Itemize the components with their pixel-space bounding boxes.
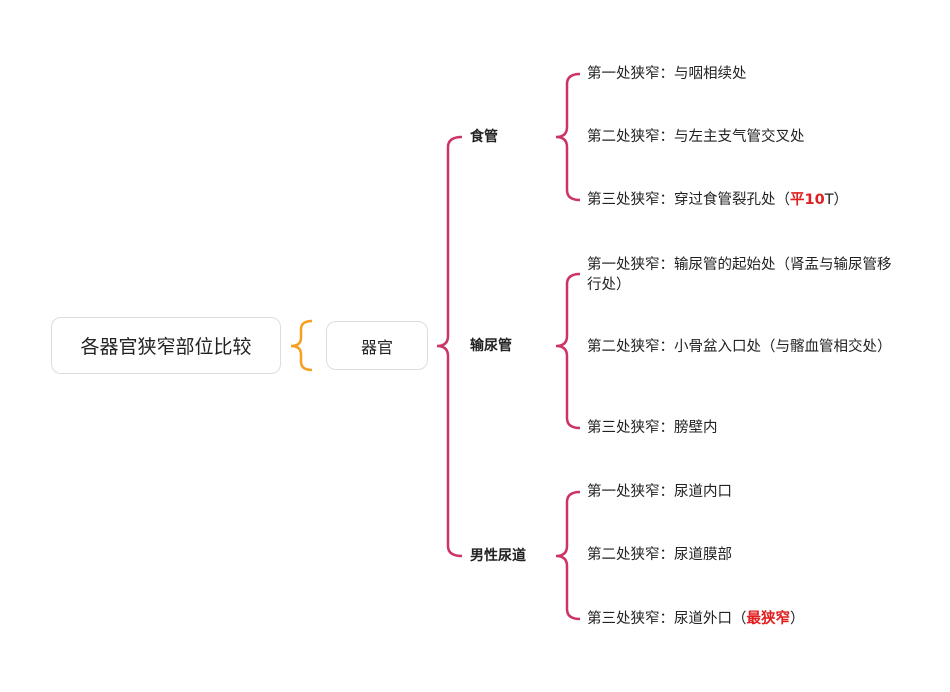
leaf-urethra-2[interactable]: 第二处狭窄：尿道膜部 <box>587 545 897 565</box>
branch-esophagus[interactable]: 食管 <box>470 129 498 145</box>
leaf-urethra-1[interactable]: 第一处狭窄：尿道内口 <box>587 482 897 502</box>
organ-label: 器官 <box>360 337 393 357</box>
leaf-ureter-1[interactable]: 第一处狭窄：输尿管的起始处（肾盂与输尿管移行处） <box>587 255 892 295</box>
leaf-text: 第三处狭窄：尿道外口（ <box>587 611 747 627</box>
leaf-esophagus-1[interactable]: 第一处狭窄：与咽相续处 <box>587 64 897 84</box>
leaf-text: 第一处狭窄：与咽相续处 <box>587 66 747 82</box>
leaf-esophagus-3[interactable]: 第三处狭窄：穿过食管裂孔处（平10T） <box>587 190 897 210</box>
leaf-suffix: T） <box>824 192 849 208</box>
root-node[interactable]: 各器官狭窄部位比较 <box>51 317 281 374</box>
leaf-text: 第二处狭窄：与左主支气管交叉处 <box>587 129 805 145</box>
urethra-brace <box>555 490 581 621</box>
leaf-text: 第一处狭窄：输尿管的起始处（肾盂与输尿管移行处） <box>587 257 892 293</box>
leaf-esophagus-2[interactable]: 第二处狭窄：与左主支气管交叉处 <box>587 127 897 147</box>
leaf-text: 第三处狭窄：穿过食管裂孔处（ <box>587 192 790 208</box>
leaf-urethra-3[interactable]: 第三处狭窄：尿道外口（最狭窄） <box>587 609 897 629</box>
ureter-brace <box>555 272 581 430</box>
leaf-text: 第二处狭窄：小骨盆入口处（与髂血管相交处） <box>587 339 892 355</box>
leaf-ureter-3[interactable]: 第三处狭窄：膀壁内 <box>587 418 897 438</box>
branch-male-urethra[interactable]: 男性尿道 <box>470 548 526 564</box>
root-label: 各器官狭窄部位比较 <box>80 336 252 358</box>
organ-node[interactable]: 器官 <box>326 321 428 370</box>
leaf-ureter-2[interactable]: 第二处狭窄：小骨盆入口处（与髂血管相交处） <box>587 337 892 357</box>
leaf-text: 第一处狭窄：尿道内口 <box>587 484 732 500</box>
highlight-text: 平10 <box>790 192 825 208</box>
highlight-text: 最狭窄 <box>746 611 791 627</box>
organ-brace <box>436 135 463 558</box>
leaf-suffix: ） <box>790 611 805 627</box>
esophagus-brace <box>555 72 581 202</box>
leaf-text: 第二处狭窄：尿道膜部 <box>587 547 732 563</box>
root-brace <box>290 319 313 372</box>
leaf-text: 第三处狭窄：膀壁内 <box>587 420 718 436</box>
branch-ureter[interactable]: 输尿管 <box>470 338 512 354</box>
